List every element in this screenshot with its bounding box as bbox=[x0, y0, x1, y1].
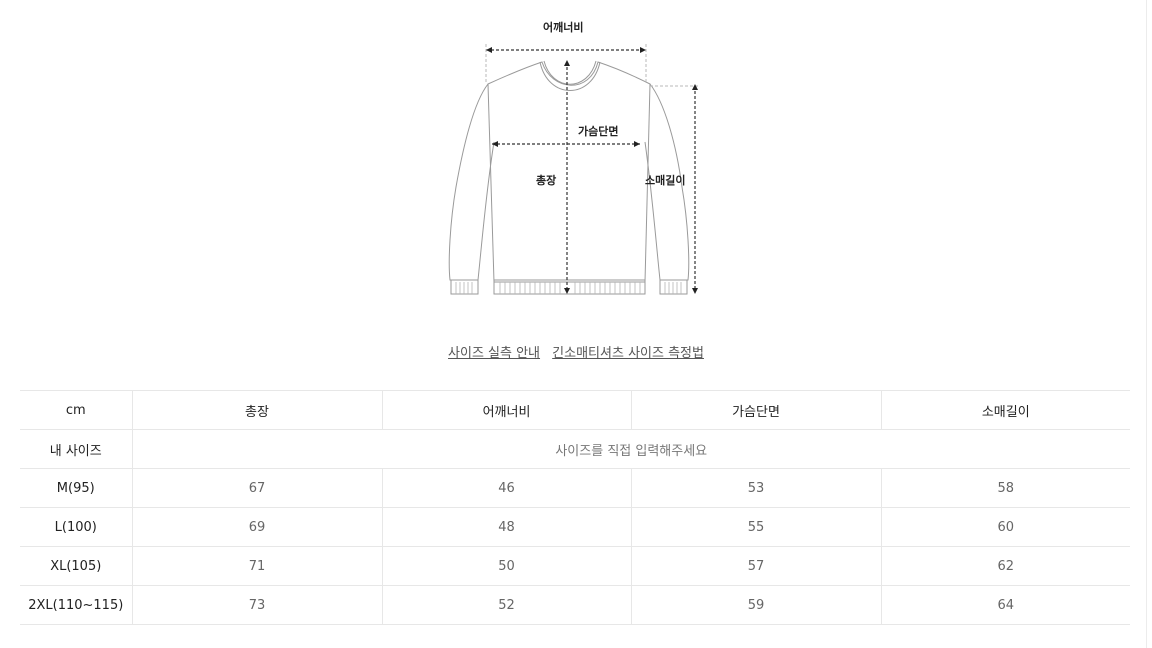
table-cell: 60 bbox=[880, 507, 1130, 547]
my-size-row: 내 사이즈 사이즈를 직접 입력해주세요 bbox=[20, 429, 1130, 469]
measure-method-link[interactable]: 긴소매티셔츠 사이즈 측정법 bbox=[552, 346, 704, 361]
table-cell: 71 bbox=[131, 546, 382, 586]
table-row: 2XL(110~115) 73 52 59 64 bbox=[20, 585, 1130, 625]
table-cell: 73 bbox=[131, 585, 382, 625]
sleeve-length-label: 소매길이 bbox=[645, 174, 686, 187]
sweatshirt-measurement-diagram: 어깨너비 가슴단면 총장 소매길이 bbox=[440, 12, 710, 304]
unit-header: cm bbox=[20, 390, 132, 430]
table-header-row: cm 총장 어깨너비 가슴단면 소매길이 bbox=[20, 390, 1130, 430]
table-row: L(100) 69 48 55 60 bbox=[20, 507, 1130, 547]
size-label: L(100) bbox=[20, 507, 132, 547]
size-label: M(95) bbox=[20, 468, 132, 508]
table-cell: 48 bbox=[381, 507, 631, 547]
column-header-chest: 가슴단면 bbox=[630, 390, 881, 430]
sweatshirt-illustration bbox=[448, 44, 698, 295]
table-cell: 52 bbox=[381, 585, 631, 625]
size-table: cm 총장 어깨너비 가슴단면 소매길이 내 사이즈 사이즈를 직접 입력해주세… bbox=[20, 390, 1130, 625]
table-cell: 69 bbox=[131, 507, 382, 547]
table-cell: 50 bbox=[381, 546, 631, 586]
table-cell: 55 bbox=[630, 507, 881, 547]
table-cell: 53 bbox=[630, 468, 881, 508]
my-size-label: 내 사이즈 bbox=[20, 429, 132, 469]
size-label: 2XL(110~115) bbox=[20, 585, 132, 625]
table-cell: 64 bbox=[880, 585, 1130, 625]
table-cell: 59 bbox=[630, 585, 881, 625]
table-row: M(95) 67 46 53 58 bbox=[20, 468, 1130, 508]
column-header-length: 총장 bbox=[131, 390, 382, 430]
size-guide-links: 사이즈 실측 안내 긴소매티셔츠 사이즈 측정법 bbox=[0, 342, 1152, 361]
my-size-input[interactable]: 사이즈를 직접 입력해주세요 bbox=[131, 429, 1130, 469]
table-cell: 46 bbox=[381, 468, 631, 508]
size-guide-link[interactable]: 사이즈 실측 안내 bbox=[448, 346, 541, 361]
table-row: XL(105) 71 50 57 62 bbox=[20, 546, 1130, 586]
table-cell: 58 bbox=[880, 468, 1130, 508]
column-header-sleeve: 소매길이 bbox=[880, 390, 1130, 430]
total-length-label: 총장 bbox=[536, 174, 557, 187]
column-header-shoulder: 어깨너비 bbox=[381, 390, 631, 430]
size-label: XL(105) bbox=[20, 546, 132, 586]
table-cell: 67 bbox=[131, 468, 382, 508]
page-edge-divider bbox=[1146, 0, 1147, 648]
chest-width-label: 가슴단면 bbox=[578, 125, 619, 138]
table-cell: 57 bbox=[630, 546, 881, 586]
shoulder-width-label: 어깨너비 bbox=[543, 21, 584, 34]
table-cell: 62 bbox=[880, 546, 1130, 586]
